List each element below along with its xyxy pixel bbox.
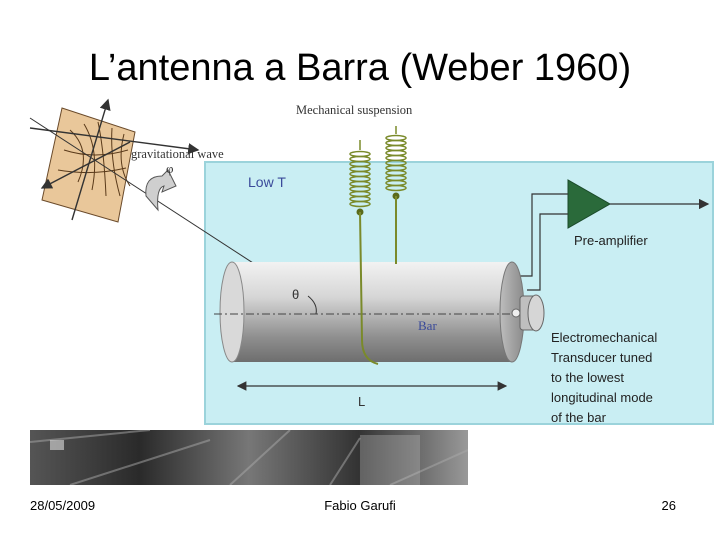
footer-author: Fabio Garufi [324, 498, 396, 513]
transducer-line-1: Electromechanical [551, 330, 657, 345]
suspension-spring-left [349, 140, 371, 216]
wave-axis-diagonal [40, 141, 131, 189]
low-t-label: Low T [248, 174, 286, 190]
mechanical-suspension-label: Mechanical suspension [296, 103, 413, 117]
wave-axis-arrow [29, 127, 200, 155]
transducer-wire-1 [527, 213, 568, 291]
transducer-icon [511, 294, 545, 332]
theta-label: θ [292, 287, 299, 302]
phi-label: φ [166, 161, 174, 176]
suspension-wire [359, 211, 379, 365]
transducer-line-5: of the bar [551, 410, 607, 425]
transducer-description: Electromechanical Transducer tuned to th… [551, 330, 657, 425]
length-label: L [358, 394, 365, 409]
bar-cylinder [219, 261, 525, 363]
bar-photo [30, 430, 468, 485]
transducer-line-3: to the lowest [551, 370, 624, 385]
footer-page-number: 26 [661, 498, 676, 513]
bar-label: Bar [418, 318, 437, 333]
slide-title: L’antenna a Barra (Weber 1960) [88, 47, 632, 89]
pre-amplifier-icon [567, 179, 612, 229]
theta-arc [307, 295, 317, 315]
pre-amplifier-label: Pre-amplifier [574, 233, 648, 248]
suspension-spring-right [385, 126, 407, 200]
wave-axis-vertical [71, 98, 111, 221]
rotation-arrow-icon [145, 169, 177, 212]
gravitational-wave-label: gravitational wave [131, 147, 224, 161]
transducer-line-4: longitudinal mode [551, 390, 653, 405]
transducer-line-2: Transducer tuned [551, 350, 652, 365]
transducer-wire-2 [520, 193, 568, 277]
footer-date: 28/05/2009 [30, 498, 96, 513]
